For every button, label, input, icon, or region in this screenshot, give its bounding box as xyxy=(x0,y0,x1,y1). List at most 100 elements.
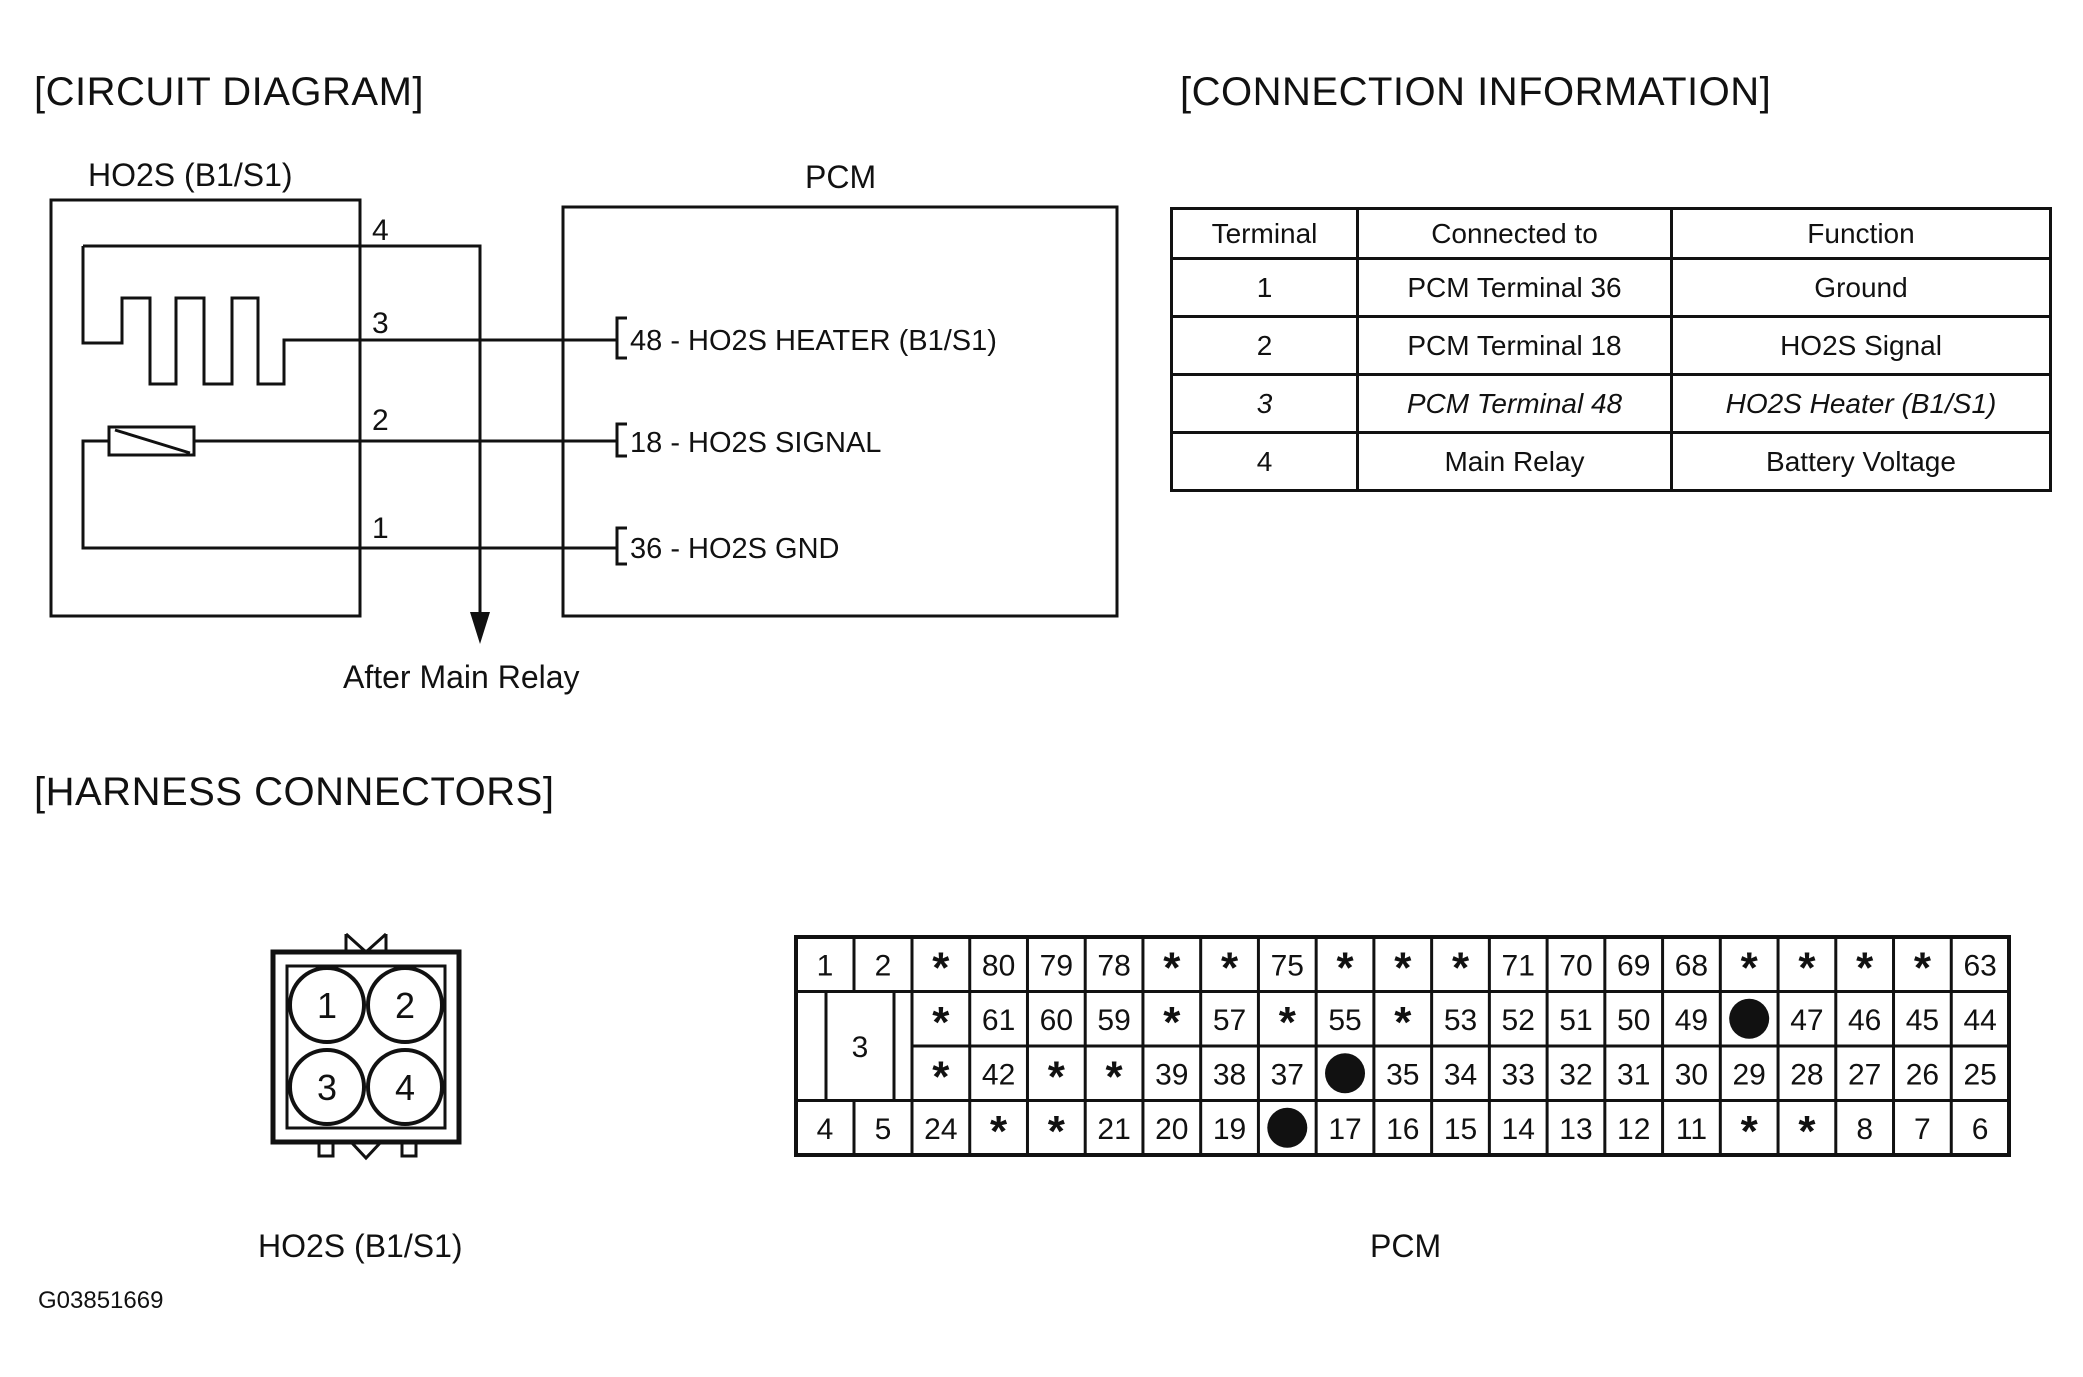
sensor-connector-caption: HO2S (B1/S1) xyxy=(258,1228,463,1264)
sensor-pin-2 xyxy=(366,966,444,1044)
pcm-terminal-18-label: 18 - HO2S SIGNAL xyxy=(630,427,881,459)
sensor-title: HO2S (B1/S1) xyxy=(88,157,293,193)
sensor-pin-1 xyxy=(288,966,366,1044)
figure-id: G03851669 xyxy=(38,1287,164,1314)
pcm-pin-78: 78 xyxy=(1097,949,1130,982)
pcm-title: PCM xyxy=(805,159,876,195)
pcm-pin-31: 31 xyxy=(1617,1058,1650,1091)
pcm-pin-53: 53 xyxy=(1444,1004,1477,1037)
cell-function: HO2S Heater (B1/S1) xyxy=(1670,373,2052,434)
pcm-unused-pin: * xyxy=(1394,943,1412,992)
pcm-pin-71: 71 xyxy=(1502,949,1535,982)
table-row: 2 PCM Terminal 18 HO2S Signal xyxy=(1170,315,2052,376)
pcm-side-pin-3: 3 xyxy=(852,1031,869,1064)
sensor-pin-3-label: 3 xyxy=(317,1067,337,1108)
pcm-unused-pin: * xyxy=(1741,1107,1759,1156)
pcm-pin-80: 80 xyxy=(982,949,1015,982)
pcm-unused-pin: * xyxy=(1048,1107,1066,1156)
pcm-pin-46: 46 xyxy=(1848,1004,1881,1037)
wire-1 xyxy=(81,439,617,550)
connector-latch-left xyxy=(317,1140,335,1158)
pcm-pin-6: 6 xyxy=(1972,1113,1989,1146)
cell-connected-to: PCM Terminal 48 xyxy=(1356,373,1673,434)
pcm-pin-27: 27 xyxy=(1848,1058,1881,1091)
pcm-pin-17: 17 xyxy=(1328,1113,1361,1146)
pcm-side-pin-2: 2 xyxy=(875,949,892,982)
pcm-unused-pin: * xyxy=(1336,943,1354,992)
sensor-element-slash xyxy=(114,428,191,455)
cell-function: Ground xyxy=(1670,257,2052,318)
header-function: Function xyxy=(1670,207,2052,260)
sensor-pin-1-label: 1 xyxy=(317,985,337,1026)
pcm-unused-pin: * xyxy=(932,943,950,992)
pcm-pin-49: 49 xyxy=(1675,1004,1708,1037)
pcm-used-pin-marker xyxy=(1325,1053,1366,1094)
pcm-side-pin-5: 5 xyxy=(875,1113,892,1146)
pcm-unused-pin: * xyxy=(1798,943,1816,992)
pcm-side-pin-1: 1 xyxy=(817,949,834,982)
pcm-pin-30: 30 xyxy=(1675,1058,1708,1091)
relay-arrow-head xyxy=(470,612,490,644)
pcm-pin-38: 38 xyxy=(1213,1058,1246,1091)
pcm-bracket-48 xyxy=(615,316,627,360)
pcm-pin-24: 24 xyxy=(924,1113,957,1146)
pcm-unused-pin: * xyxy=(1221,943,1239,992)
harness-connectors-heading: [HARNESS CONNECTORS] xyxy=(34,770,555,814)
table-row: 4 Main Relay Battery Voltage xyxy=(1170,431,2052,492)
pcm-unused-pin: * xyxy=(932,998,950,1047)
wire-number-4: 4 xyxy=(372,214,389,247)
sensor-pin-4 xyxy=(366,1048,444,1126)
pcm-pin-29: 29 xyxy=(1732,1058,1765,1091)
pcm-pin-11: 11 xyxy=(1676,1113,1707,1146)
pcm-pin-35: 35 xyxy=(1386,1058,1419,1091)
pcm-pin-45: 45 xyxy=(1906,1004,1939,1037)
pcm-pin-28: 28 xyxy=(1790,1058,1823,1091)
cell-function: HO2S Signal xyxy=(1670,315,2052,376)
connector-key-top xyxy=(344,932,388,955)
pcm-pin-33: 33 xyxy=(1502,1058,1535,1091)
pcm-pin-14: 14 xyxy=(1502,1113,1535,1146)
sensor-pin-4-label: 4 xyxy=(395,1067,415,1108)
pcm-box xyxy=(561,205,1119,618)
pcm-unused-pin: * xyxy=(932,1052,950,1101)
header-terminal: Terminal xyxy=(1170,207,1359,260)
pcm-side-pin-4: 4 xyxy=(817,1113,834,1146)
pcm-pin-26: 26 xyxy=(1906,1058,1939,1091)
pcm-unused-pin: * xyxy=(1048,1052,1066,1101)
cell-terminal: 1 xyxy=(1170,257,1359,318)
cell-terminal: 3 xyxy=(1170,373,1359,434)
pcm-unused-pin: * xyxy=(1163,943,1181,992)
relay-label: After Main Relay xyxy=(343,659,580,695)
pcm-pin-50: 50 xyxy=(1617,1004,1650,1037)
pcm-unused-pin: * xyxy=(1856,943,1874,992)
pcm-pin-39: 39 xyxy=(1155,1058,1188,1091)
pcm-unused-pin: * xyxy=(1106,1052,1124,1101)
pcm-unused-pin: * xyxy=(1394,998,1412,1047)
connector-latch-right xyxy=(400,1140,418,1158)
pcm-pin-63: 63 xyxy=(1963,949,1996,982)
pcm-bracket-36 xyxy=(615,526,627,566)
pcm-unused-pin: * xyxy=(1452,943,1470,992)
pcm-pin-21: 21 xyxy=(1097,1113,1130,1146)
pcm-pin-75: 75 xyxy=(1271,949,1304,982)
pcm-pin-55: 55 xyxy=(1328,1004,1361,1037)
pcm-unused-pin: * xyxy=(990,1107,1008,1156)
pcm-unused-pin: * xyxy=(1798,1107,1816,1156)
pcm-pin-15: 15 xyxy=(1444,1113,1477,1146)
pcm-pin-42: 42 xyxy=(982,1058,1015,1091)
wire-number-3: 3 xyxy=(372,307,389,340)
heater-coil xyxy=(81,246,617,386)
pcm-pin-13: 13 xyxy=(1559,1113,1592,1146)
pcm-unused-pin: * xyxy=(1914,943,1932,992)
pcm-pin-20: 20 xyxy=(1155,1113,1188,1146)
sensor-pin-2-label: 2 xyxy=(395,985,415,1026)
connector-key-bottom xyxy=(349,1140,383,1161)
pcm-terminal-48-label: 48 - HO2S HEATER (B1/S1) xyxy=(630,325,997,357)
pcm-pin-51: 51 xyxy=(1559,1004,1592,1037)
cell-terminal: 2 xyxy=(1170,315,1359,376)
wire-number-1: 1 xyxy=(372,512,389,545)
pcm-side-key xyxy=(824,990,896,1102)
pcm-used-pin-marker xyxy=(1267,1107,1308,1148)
pcm-pin-61: 61 xyxy=(982,1004,1015,1037)
